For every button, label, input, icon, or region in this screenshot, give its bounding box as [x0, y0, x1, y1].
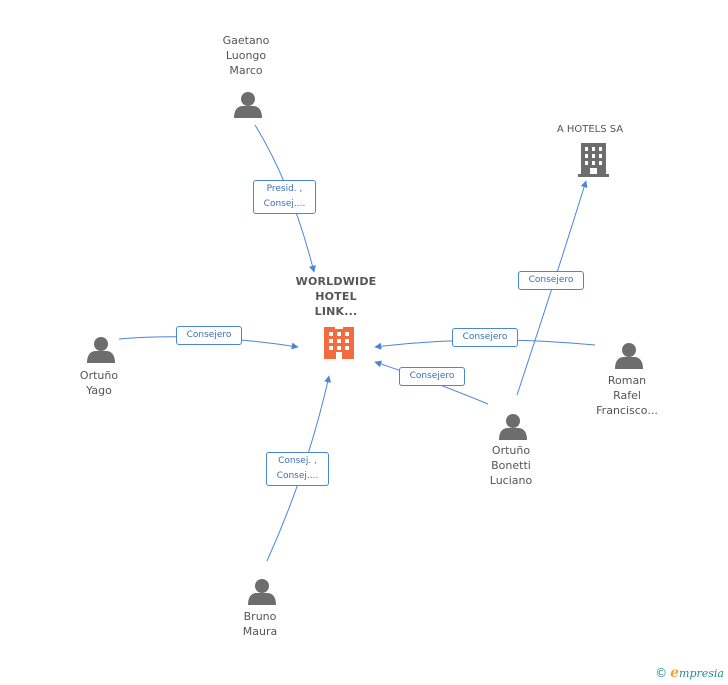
- empresia-watermark: © empresia: [655, 665, 724, 681]
- node-label-center[interactable]: WORLDWIDE HOTEL LINK...: [295, 275, 377, 318]
- edge-label-roman[interactable]: Consejero: [452, 328, 518, 347]
- building-icon: [578, 143, 609, 177]
- person-icon: [499, 414, 527, 440]
- brand-name: empresia: [670, 665, 724, 681]
- node-label-a-hotels[interactable]: A HOTELS SA: [556, 124, 624, 135]
- node-label-ortuno-yago[interactable]: Ortuño Yago: [79, 369, 119, 397]
- person-icon: [615, 343, 643, 369]
- edge-label-luciano-center[interactable]: Consejero: [399, 367, 465, 386]
- edge-label-luciano-ahotels[interactable]: Consejero: [518, 271, 584, 290]
- node-label-bruno[interactable]: Bruno Maura: [242, 610, 278, 638]
- person-icon: [234, 92, 262, 118]
- node-label-gaetano[interactable]: Gaetano Luongo Marco: [222, 34, 270, 77]
- building-icon: [324, 327, 354, 359]
- copyright-symbol: ©: [655, 666, 668, 680]
- edge-label-gaetano[interactable]: Presid. , Consej....: [253, 180, 316, 214]
- node-label-roman[interactable]: Roman Rafel Francisco...: [596, 374, 658, 417]
- edge-label-bruno[interactable]: Consej. , Consej....: [266, 452, 329, 486]
- edge-label-yago[interactable]: Consejero: [176, 326, 242, 345]
- node-label-luciano[interactable]: Ortuño Bonetti Luciano: [489, 444, 533, 487]
- person-icon: [87, 337, 115, 363]
- person-icon: [248, 579, 276, 605]
